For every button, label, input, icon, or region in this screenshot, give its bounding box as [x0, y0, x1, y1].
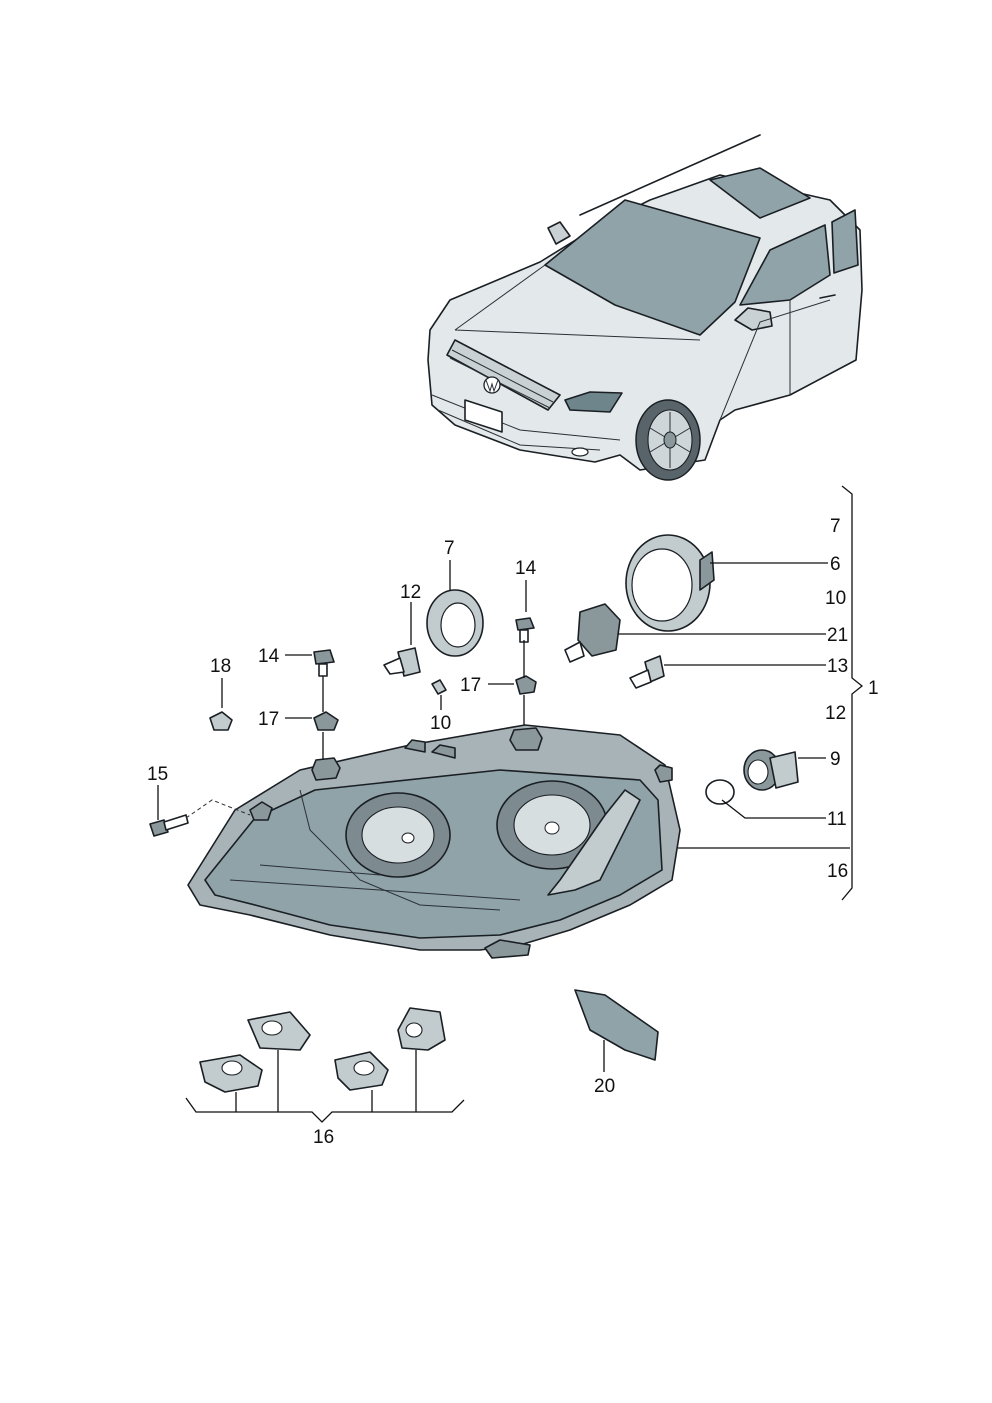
right-list-9: 9	[830, 749, 841, 770]
right-list-12: 12	[825, 703, 846, 724]
callout-17-left: 17	[258, 709, 279, 730]
part-21-motor	[564, 603, 621, 663]
part-17-nut-mid	[515, 675, 537, 695]
part-20-reflector	[574, 989, 659, 1061]
car-headlight	[564, 391, 623, 413]
mount-tab-right	[654, 764, 673, 783]
callout-labels: 7 12 14 18 14 17 17 10 15 20 16 1 7 6 10…	[147, 516, 879, 1148]
right-list-13: 13	[827, 656, 848, 677]
part-13-bulb	[629, 655, 665, 689]
car-illustration	[427, 134, 863, 481]
part-17-nut-left	[313, 711, 339, 731]
mirror-left	[547, 221, 571, 245]
mount-tab-left	[311, 757, 341, 781]
callout-14-mid: 14	[515, 558, 537, 579]
callout-18: 18	[210, 656, 231, 677]
right-list-7: 7	[830, 516, 841, 537]
part-15-bolt	[149, 799, 251, 837]
right-list-21: 21	[827, 625, 848, 646]
part-7-ring	[426, 589, 484, 657]
callout-14-left: 14	[258, 646, 280, 667]
part-16-brackets	[199, 1007, 446, 1093]
callout-16-bottom: 16	[313, 1127, 334, 1148]
trim-strip	[547, 789, 641, 896]
side-window-rear	[831, 209, 859, 274]
sunroof	[709, 167, 811, 219]
callout-12-left: 12	[400, 582, 421, 603]
right-list-16: 16	[827, 861, 848, 882]
callout-group-1: 1	[868, 678, 879, 699]
part-11-bulb	[705, 779, 735, 805]
fog-light	[571, 447, 589, 457]
part-9-socket	[743, 749, 799, 791]
callout-17-mid: 17	[460, 675, 481, 696]
part-14-screw-left	[313, 649, 335, 677]
right-list-6: 6	[830, 554, 841, 575]
right-list-10: 10	[825, 588, 846, 609]
part-18-plug	[209, 711, 233, 731]
grille	[446, 339, 561, 411]
callout-10-mid: 10	[430, 713, 451, 734]
part-12-bulb	[383, 647, 421, 677]
license-plate	[464, 399, 503, 433]
leader-lines	[157, 485, 864, 1123]
part-14-screw-mid	[515, 617, 535, 643]
mount-tab-mid	[509, 727, 543, 751]
side-window-front	[739, 224, 831, 306]
windshield	[544, 199, 761, 336]
part-10-clip	[431, 679, 447, 695]
callout-7-top: 7	[444, 538, 455, 559]
headlight-assembly	[187, 724, 681, 959]
part-6-cover-cap	[625, 534, 715, 632]
right-list-11: 11	[827, 809, 847, 830]
callout-20: 20	[594, 1076, 615, 1097]
callout-15: 15	[147, 764, 168, 785]
